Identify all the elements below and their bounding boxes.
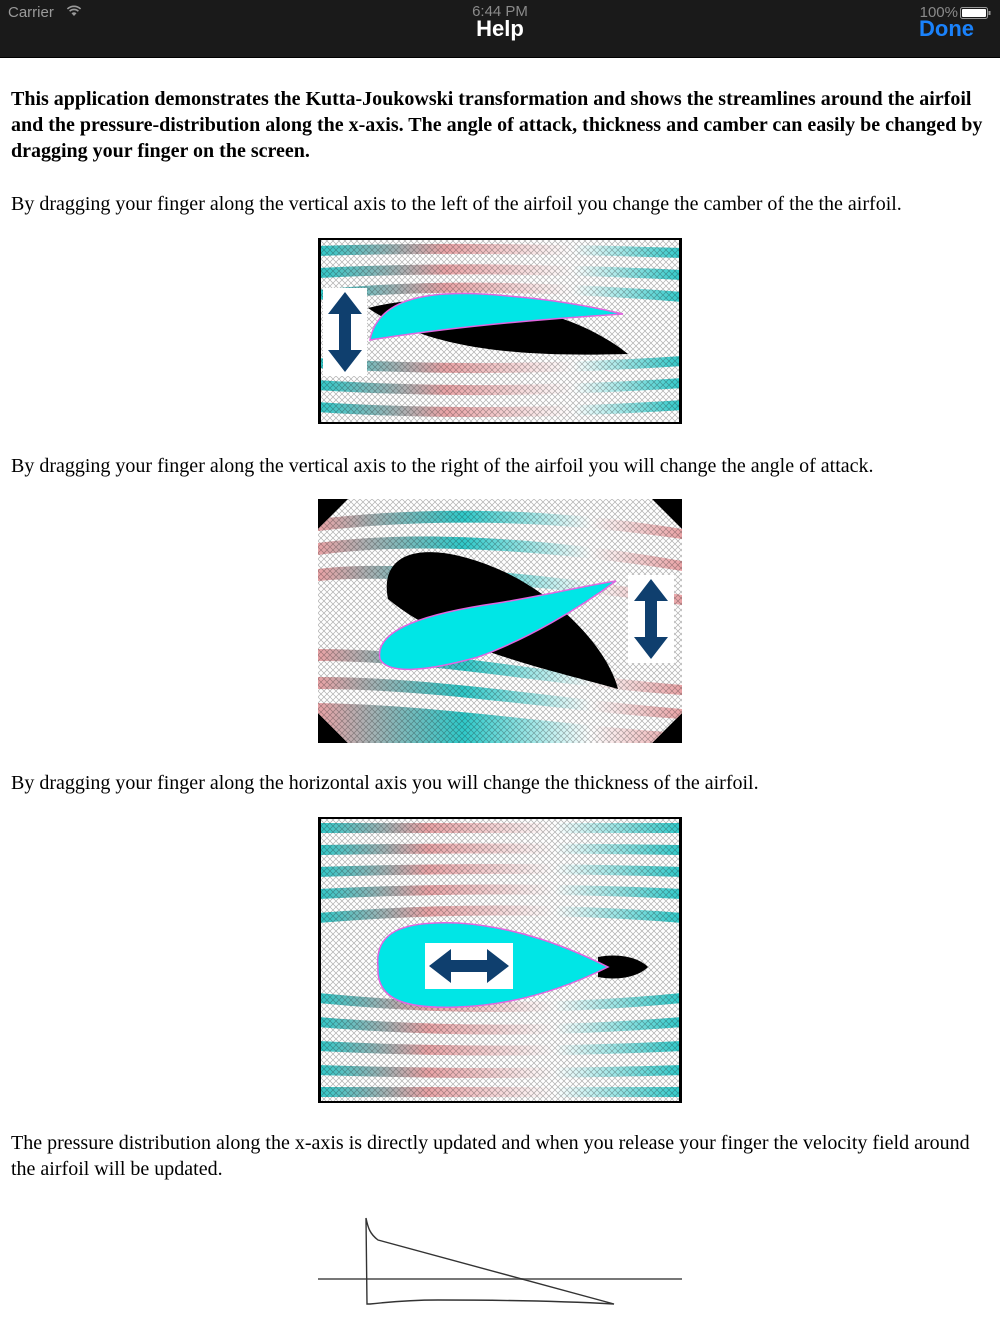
attack-figure <box>318 499 682 743</box>
navigation-bar: Carrier 6:44 PM 100% Help Done <box>0 0 1000 58</box>
intro-paragraph: This application demonstrates the Kutta-… <box>11 88 983 162</box>
pressure-paragraph: The pressure distribution along the x-ax… <box>11 1132 970 1180</box>
thickness-figure <box>318 817 682 1103</box>
airfoil-shape <box>369 292 624 341</box>
page-title: Help <box>476 16 524 41</box>
done-button[interactable]: Done <box>919 16 974 41</box>
horizontal-double-arrow-icon <box>425 943 513 989</box>
camber-paragraph: By dragging your finger along the vertic… <box>11 193 902 215</box>
battery-icon <box>960 7 991 19</box>
pressure-figure <box>318 1208 682 1312</box>
wifi-icon <box>66 5 82 16</box>
camber-figure <box>318 238 682 424</box>
vertical-double-arrow-icon <box>323 288 367 376</box>
pressure-curve <box>365 1217 615 1305</box>
airfoil-shape <box>378 580 617 671</box>
vertical-double-arrow-icon <box>628 575 674 663</box>
status-time: 6:44 PM <box>472 3 528 20</box>
thickness-paragraph: By dragging your finger along the horizo… <box>11 772 759 794</box>
status-battery-level: 100% <box>919 4 958 21</box>
attack-paragraph: By dragging your finger along the vertic… <box>11 455 874 477</box>
status-carrier: Carrier <box>8 4 54 21</box>
